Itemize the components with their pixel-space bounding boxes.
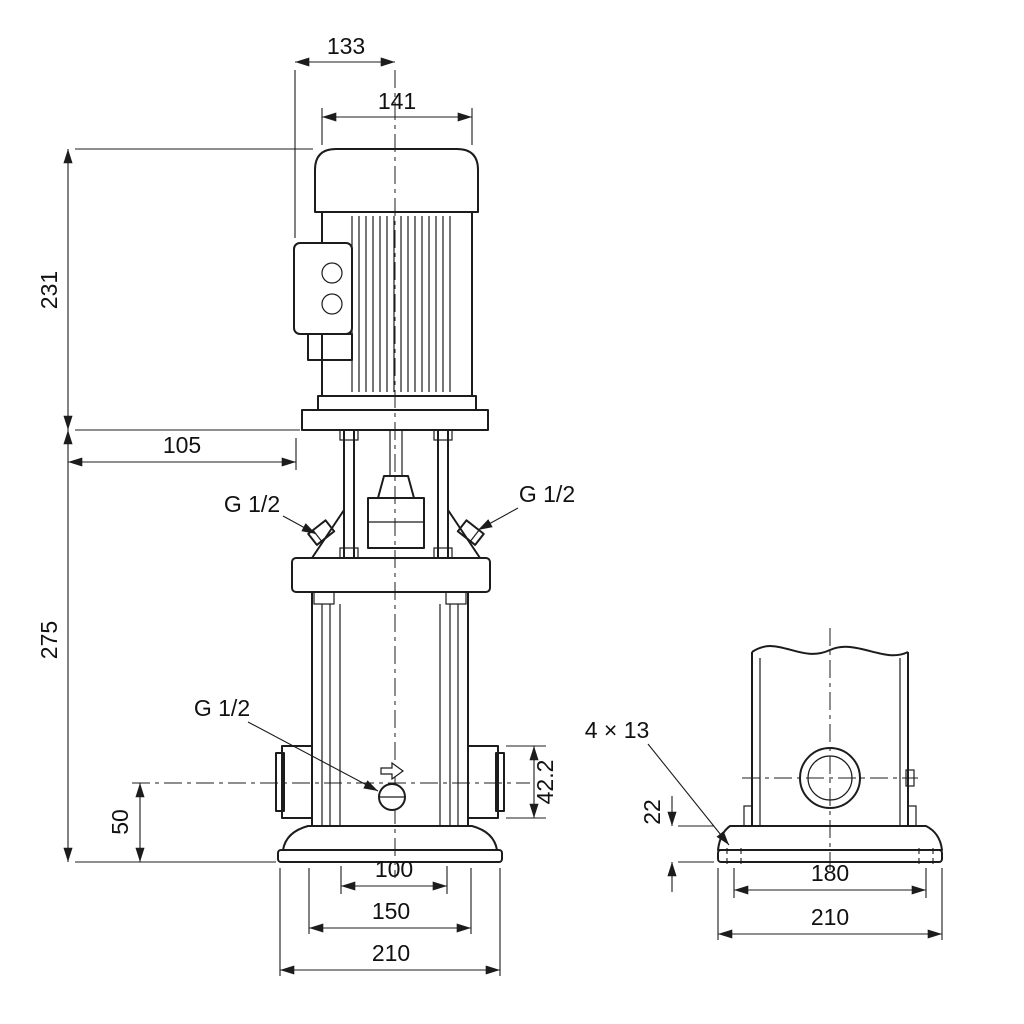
shaft-seal — [377, 475, 415, 499]
coupling-lantern — [307, 429, 485, 559]
base-plate-side — [717, 849, 943, 863]
break-line — [751, 645, 909, 657]
dim-105-label: 105 — [163, 432, 201, 458]
dim-100-label: 100 — [375, 856, 413, 882]
side-port-inner — [807, 755, 853, 801]
dim-22-label: 22 — [639, 799, 665, 825]
ext-150 — [308, 868, 472, 934]
leader-bolt-holes — [647, 743, 730, 846]
dim-231-label: 231 — [36, 271, 62, 309]
flow-direction-icon — [380, 761, 405, 781]
side-port-outer — [799, 747, 861, 809]
leader-drain — [247, 721, 379, 792]
front-view: 133 141 231 105 275 50 42.2 — [36, 33, 575, 976]
leader-plug-left — [282, 515, 317, 535]
lantern-bar-left-top — [339, 429, 359, 441]
dim-180-label: 180 — [811, 860, 849, 886]
shaft-lines — [389, 430, 403, 476]
base-front — [277, 825, 503, 863]
coupling-block — [367, 497, 425, 549]
dim-133-label: 133 — [327, 33, 365, 59]
terminal-box-lower — [307, 333, 353, 361]
discharge-port-flange — [495, 752, 505, 812]
chamber-tab-left — [743, 805, 753, 827]
lantern-bar-right — [437, 429, 449, 559]
leader-plug-right — [477, 507, 519, 531]
dim-141-label: 141 — [378, 88, 416, 114]
head-flange — [291, 557, 491, 593]
terminal-box-hole-bottom — [321, 293, 343, 315]
priming-plug-right — [456, 519, 485, 546]
priming-plug-left — [307, 519, 336, 546]
terminal-box — [293, 242, 353, 335]
lantern-bar-right-top — [433, 429, 453, 441]
suction-port — [275, 745, 313, 819]
ext-231 — [75, 148, 313, 431]
head-shoulder-right — [447, 509, 481, 559]
ext-210-side — [717, 868, 943, 940]
lantern-bar-left — [343, 429, 355, 559]
dim-42-2-label: 42.2 — [532, 760, 558, 805]
ext-42-2 — [506, 745, 546, 819]
base-plate — [277, 849, 503, 863]
discharge-port-body — [467, 745, 499, 819]
chamber-walls-outer — [751, 652, 909, 826]
side-chamber — [743, 645, 917, 827]
plug-right-detail — [469, 529, 480, 542]
side-plug-boss — [905, 769, 915, 787]
drain-label: G 1/2 — [194, 695, 250, 721]
lantern-bar-left-bottom — [339, 547, 359, 559]
dim-210-label: 210 — [372, 940, 410, 966]
inner-sleeve-lines — [339, 604, 441, 826]
front-dimensions: 133 141 231 105 275 50 42.2 — [36, 33, 575, 976]
dim-275-label: 275 — [36, 621, 62, 659]
motor-flange-lower — [301, 409, 489, 431]
tie-rod-nut-left — [313, 591, 335, 605]
motor-flange-upper — [317, 395, 477, 411]
dim-210-side-label: 210 — [811, 904, 849, 930]
ext-22 — [678, 825, 714, 863]
chamber-walls-inner — [759, 658, 901, 826]
plug-left-detail — [312, 529, 323, 542]
lantern-bar-right-bottom — [433, 547, 453, 559]
side-dimensions: 4 × 13 22 180 210 — [585, 717, 943, 940]
ext-210 — [279, 868, 501, 976]
dim-150-label: 150 — [372, 898, 410, 924]
suction-port-body — [281, 745, 313, 819]
suction-port-flange — [275, 752, 285, 812]
discharge-port — [467, 745, 505, 819]
bolt-hole-left — [726, 848, 742, 864]
chamber-tab-right — [907, 805, 917, 827]
motor-fins — [351, 216, 451, 392]
plug-left-label: G 1/2 — [224, 491, 280, 517]
motor — [293, 148, 489, 431]
side-view: 4 × 13 22 180 210 — [585, 628, 943, 940]
motor-cap — [314, 148, 479, 213]
head-shoulder-left — [311, 509, 345, 559]
tie-rods — [321, 604, 459, 826]
dim-50-label: 50 — [107, 809, 133, 835]
tie-rod-nut-right — [445, 591, 467, 605]
bolt-hole-right — [918, 848, 934, 864]
plug-right-label: G 1/2 — [519, 481, 575, 507]
bolt-holes-label: 4 × 13 — [585, 717, 650, 743]
plug-left-body — [307, 519, 336, 546]
plug-right-body — [456, 519, 485, 546]
base-flare — [282, 825, 498, 851]
terminal-box-hole-top — [321, 262, 343, 284]
